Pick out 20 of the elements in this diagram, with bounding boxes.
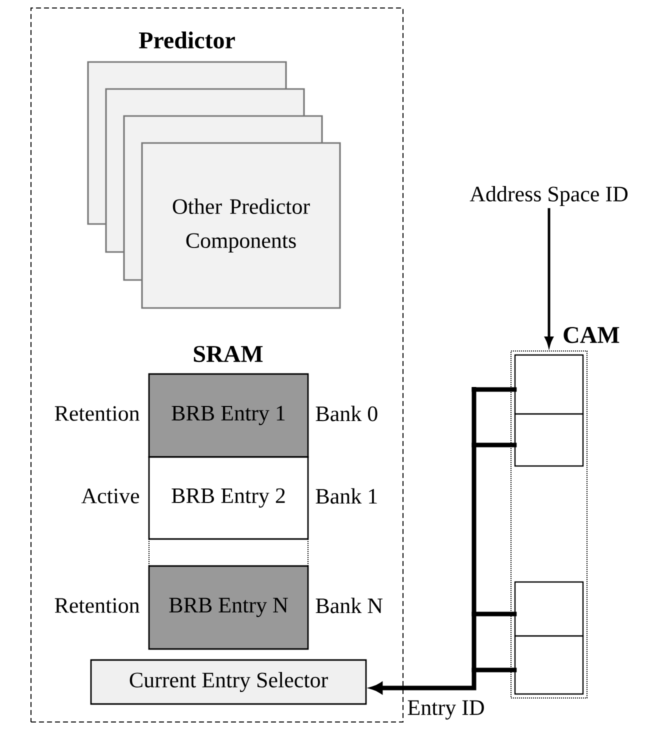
entry-box: BRB Entry 2	[148, 456, 309, 540]
memory-title: SRAM	[194, 346, 263, 362]
memory-cell	[514, 354, 584, 415]
state-label: Retention	[54, 406, 140, 421]
entry-box: BRB Entry N	[148, 565, 309, 650]
bank-label: Bank 1	[316, 488, 377, 504]
stacked-boxes-drawing: Other Predictor Components	[87, 61, 341, 309]
state-label: Retention	[54, 598, 140, 613]
input-label: Address Space ID	[470, 186, 628, 206]
memory-cell	[514, 413, 584, 467]
memory-cell	[514, 635, 584, 695]
memory-cell	[514, 581, 584, 637]
node-label: CAM	[564, 326, 620, 344]
selector-box: Current Entry Selector	[90, 659, 367, 705]
bank-label: Bank N	[316, 598, 383, 614]
entry-box: BRB Entry 1	[148, 373, 309, 458]
signal-label: Entry ID	[408, 700, 484, 720]
cam-box: CAM	[510, 326, 620, 698]
bank-label: Bank 0	[316, 406, 378, 422]
state-label: Active	[81, 488, 140, 504]
